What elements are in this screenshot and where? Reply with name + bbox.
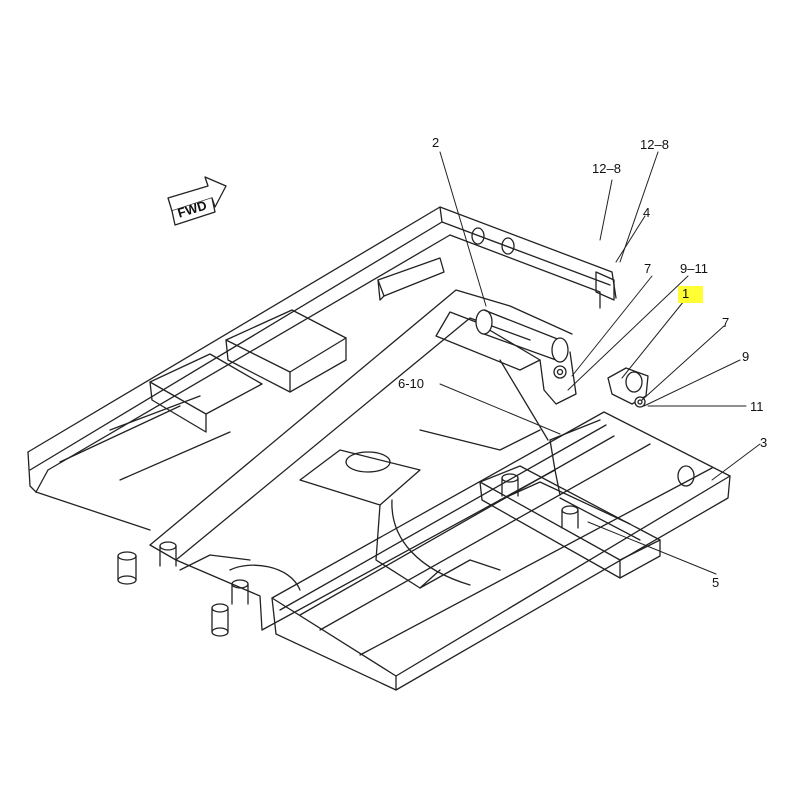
- callout-12-8-right[interactable]: 12–8: [640, 137, 669, 152]
- callout-2[interactable]: 2: [432, 135, 440, 150]
- fwd-arrow-icon: FWD: [167, 176, 227, 226]
- pivot-pin: [435, 309, 577, 405]
- center-spine: [149, 289, 601, 631]
- callout-5[interactable]: 5: [712, 575, 720, 590]
- inner-floor: [179, 429, 541, 591]
- callout-9-11[interactable]: 9–11: [680, 261, 708, 276]
- callout-4[interactable]: 4: [643, 205, 651, 220]
- callout-7-upper[interactable]: 7: [644, 261, 652, 276]
- callout-1-highlighted[interactable]: 1: [678, 286, 704, 303]
- callout-6-10[interactable]: 6-10: [398, 376, 425, 391]
- leader-lines: [439, 151, 761, 575]
- callout-9[interactable]: 9: [742, 349, 750, 364]
- callout-7-lower[interactable]: 7: [722, 315, 730, 330]
- left-side-rail: [27, 206, 617, 531]
- callout-11[interactable]: 11: [750, 399, 764, 414]
- callout-12-8-left[interactable]: 12–8: [592, 161, 621, 176]
- mount-bosses: [117, 473, 579, 637]
- cross-members: [59, 257, 661, 579]
- pivot-bracket: [607, 367, 649, 408]
- right-side-rail: [271, 411, 731, 691]
- callout-3[interactable]: 3: [760, 435, 768, 450]
- rail-end-caps: [471, 227, 695, 487]
